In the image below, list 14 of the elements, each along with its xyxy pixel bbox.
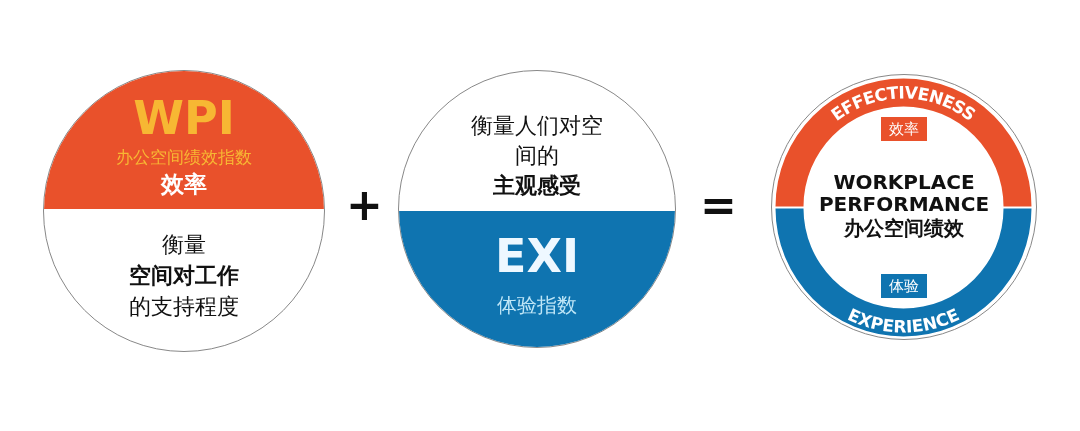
center-title: WORKPLACE PERFORMANCE [818, 171, 990, 215]
plus-sign: + [346, 183, 383, 227]
description-text: 衡量人们对空间的主观感受 [470, 112, 604, 200]
tag-box: 效率 [881, 117, 927, 141]
arc-label: EXPERIENCE [844, 304, 963, 337]
index-title: WPI [132, 95, 236, 141]
index-keyword: 效率 [161, 173, 207, 196]
equals-sign: = [700, 183, 737, 227]
tag-box: 体验 [881, 274, 927, 298]
index-subtitle: 办公空间绩效指数 [116, 149, 252, 166]
description-text: 衡量空间对工作的支持程度 [129, 231, 239, 321]
index-subtitle: 体验指数 [497, 295, 577, 315]
index-title: EXI [495, 233, 579, 279]
center-subtitle: 办公空间绩效 [844, 218, 964, 238]
